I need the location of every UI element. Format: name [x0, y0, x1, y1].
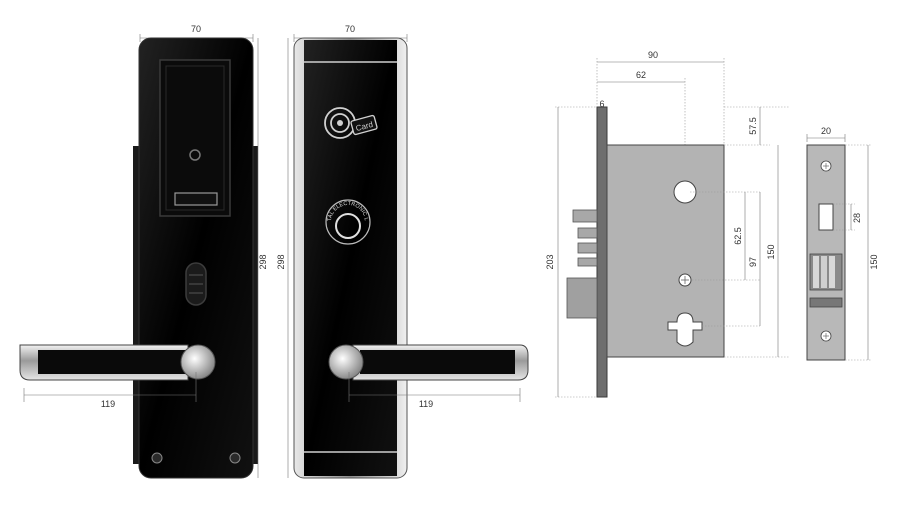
front-handle-length-label: 119: [101, 399, 115, 409]
front-height-label: 298: [258, 254, 268, 269]
body-height-label: 150: [766, 244, 776, 259]
cylinder-cutout: [667, 312, 703, 347]
front-handle-insert: [38, 350, 186, 374]
mortise-faceplate: [596, 106, 608, 398]
latch-bolt: [577, 257, 598, 267]
strike-plate-body: [806, 144, 846, 361]
mortise-body: [606, 144, 725, 358]
front-side-rail-left: [133, 146, 141, 464]
mortise-total-width-label: 90: [648, 50, 658, 60]
back-height-label: 298: [276, 254, 286, 269]
strike-latch-slot: [818, 203, 834, 231]
front-width-label: 70: [191, 24, 201, 34]
faceplate-height-label: 203: [545, 254, 555, 269]
back-width-label: 70: [345, 24, 355, 34]
spindle-to-cylinder-label: 62.5: [733, 227, 743, 245]
spindle-hole: [673, 180, 697, 204]
dead-bolt: [566, 277, 598, 319]
back-panel-body: [304, 40, 397, 476]
roller: [813, 256, 819, 288]
latch-bolt: [577, 227, 598, 239]
latch-bolt: [577, 242, 598, 254]
roller: [829, 256, 835, 288]
front-reader-window-inner: [165, 65, 225, 211]
roller: [821, 256, 827, 288]
mortise-backset-label: 62: [636, 70, 646, 80]
strike-slot-label: 28: [852, 213, 862, 223]
card-reader-icon: Card: [324, 107, 378, 139]
front-reader-window: [159, 59, 231, 217]
strike-height-label: 150: [869, 254, 879, 269]
top-offset-label: 57.5: [748, 117, 758, 135]
usb-slot-icon: [174, 192, 218, 206]
keyhole-icon: [189, 149, 201, 161]
spindle-to-lower-label: 97: [748, 257, 758, 267]
back-handle-rose: [328, 344, 364, 380]
strike-width-label: 20: [821, 126, 831, 136]
front-handle-rose: [180, 344, 216, 380]
front-panel: 70 119 298: [19, 24, 268, 479]
strike-plate: 20 28 150: [806, 126, 879, 361]
card-logo-text: Card: [355, 120, 374, 133]
back-panel: 70 Card DIGITAL ELECTRONIC LOCK: [0, 0, 529, 479]
back-handle-insert: [360, 350, 515, 374]
back-handle-length-label: 119: [419, 399, 433, 409]
screw-icon: [229, 452, 241, 464]
latch-bolt: [572, 209, 598, 223]
front-side-rail-right: [250, 146, 258, 464]
faceplate-thickness-label: 6: [599, 99, 604, 109]
strike-deadbolt-slot: [809, 297, 843, 308]
mortise-lock: 90 62 6 57.5 62.5 97: [545, 50, 790, 398]
screw-icon: [151, 452, 163, 464]
